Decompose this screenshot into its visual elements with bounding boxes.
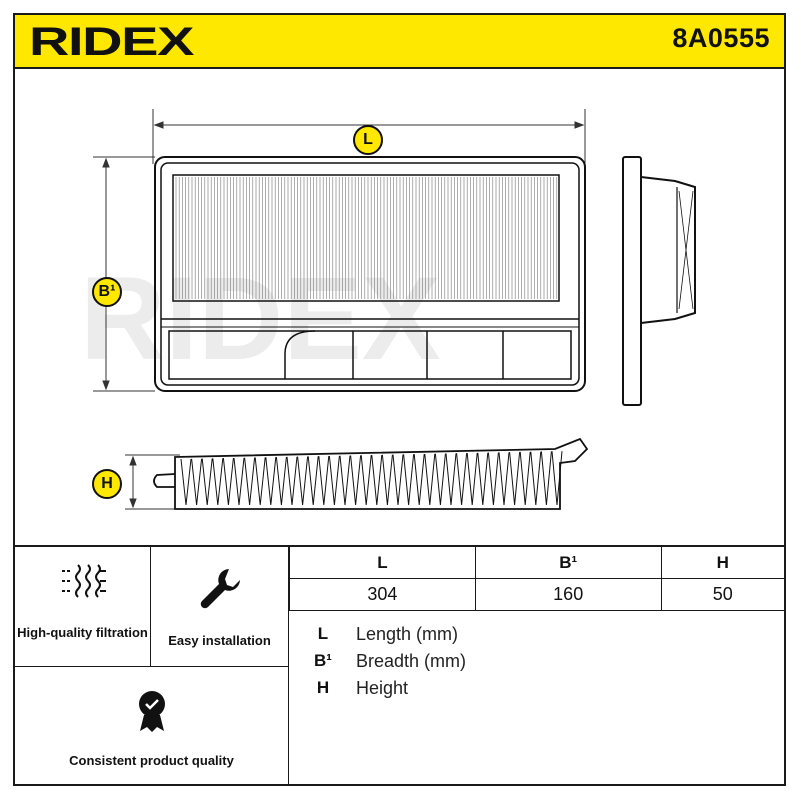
label-B: B¹ [92, 277, 122, 307]
value-L: 304 [289, 578, 476, 611]
front-pleats [180, 451, 563, 506]
header-bar: RIDEX 8A0555 [15, 15, 784, 69]
value-B: 160 [474, 578, 662, 611]
filter-side-view [622, 156, 696, 406]
legend-key: L [317, 624, 329, 643]
height-dimension [125, 454, 180, 510]
label-H: H [92, 469, 122, 499]
legend-text: Breadth (mm) [356, 651, 467, 671]
feature-quality: Consistent product quality [15, 667, 289, 784]
filtration-icon [62, 564, 106, 598]
pleat-lines [175, 177, 558, 299]
product-sheet: RIDEX 8A0555 RIDEX [13, 13, 786, 786]
filter-drawing: RIDEX [80, 109, 696, 510]
table-row: 304 160 50 [289, 578, 784, 611]
legend-text: Length (mm) [356, 624, 459, 644]
feature-label-filtration: High-quality filtration [17, 625, 148, 640]
quality-badge-icon [139, 691, 165, 732]
table-header-row: L B¹ H [289, 547, 784, 579]
feature-installation: Easy installation [151, 547, 289, 667]
ridex-logo-icon: RIDEX [29, 20, 196, 64]
info-panel: High-quality filtration Easy installatio… [15, 545, 784, 784]
legend-row: L Length (mm) [289, 621, 784, 647]
svg-text:RIDEX: RIDEX [29, 21, 195, 61]
feature-filtration: High-quality filtration [15, 547, 151, 667]
dimensions-table: L B¹ H 304 160 50 [289, 547, 784, 611]
part-number: 8A0555 [672, 23, 770, 53]
header-L: L [289, 547, 476, 579]
wrench-icon [200, 569, 240, 609]
header-H: H [660, 547, 784, 579]
label-L: L [353, 125, 383, 155]
legend-text: Height [356, 678, 409, 698]
brand-logo: RIDEX [27, 20, 197, 66]
feature-label-quality: Consistent product quality [69, 753, 234, 768]
value-H: 50 [660, 578, 784, 611]
header-B: B¹ [474, 547, 662, 579]
legend-key: B¹ [314, 651, 332, 670]
feature-label-installation: Easy installation [168, 633, 271, 648]
legend-key: H [316, 678, 330, 697]
breadth-dimension [93, 156, 155, 392]
legend-row: H Height [289, 675, 784, 701]
legend-row: B¹ Breadth (mm) [289, 648, 784, 674]
filter-top-view [154, 156, 586, 392]
technical-drawing: RIDEX [15, 69, 784, 545]
